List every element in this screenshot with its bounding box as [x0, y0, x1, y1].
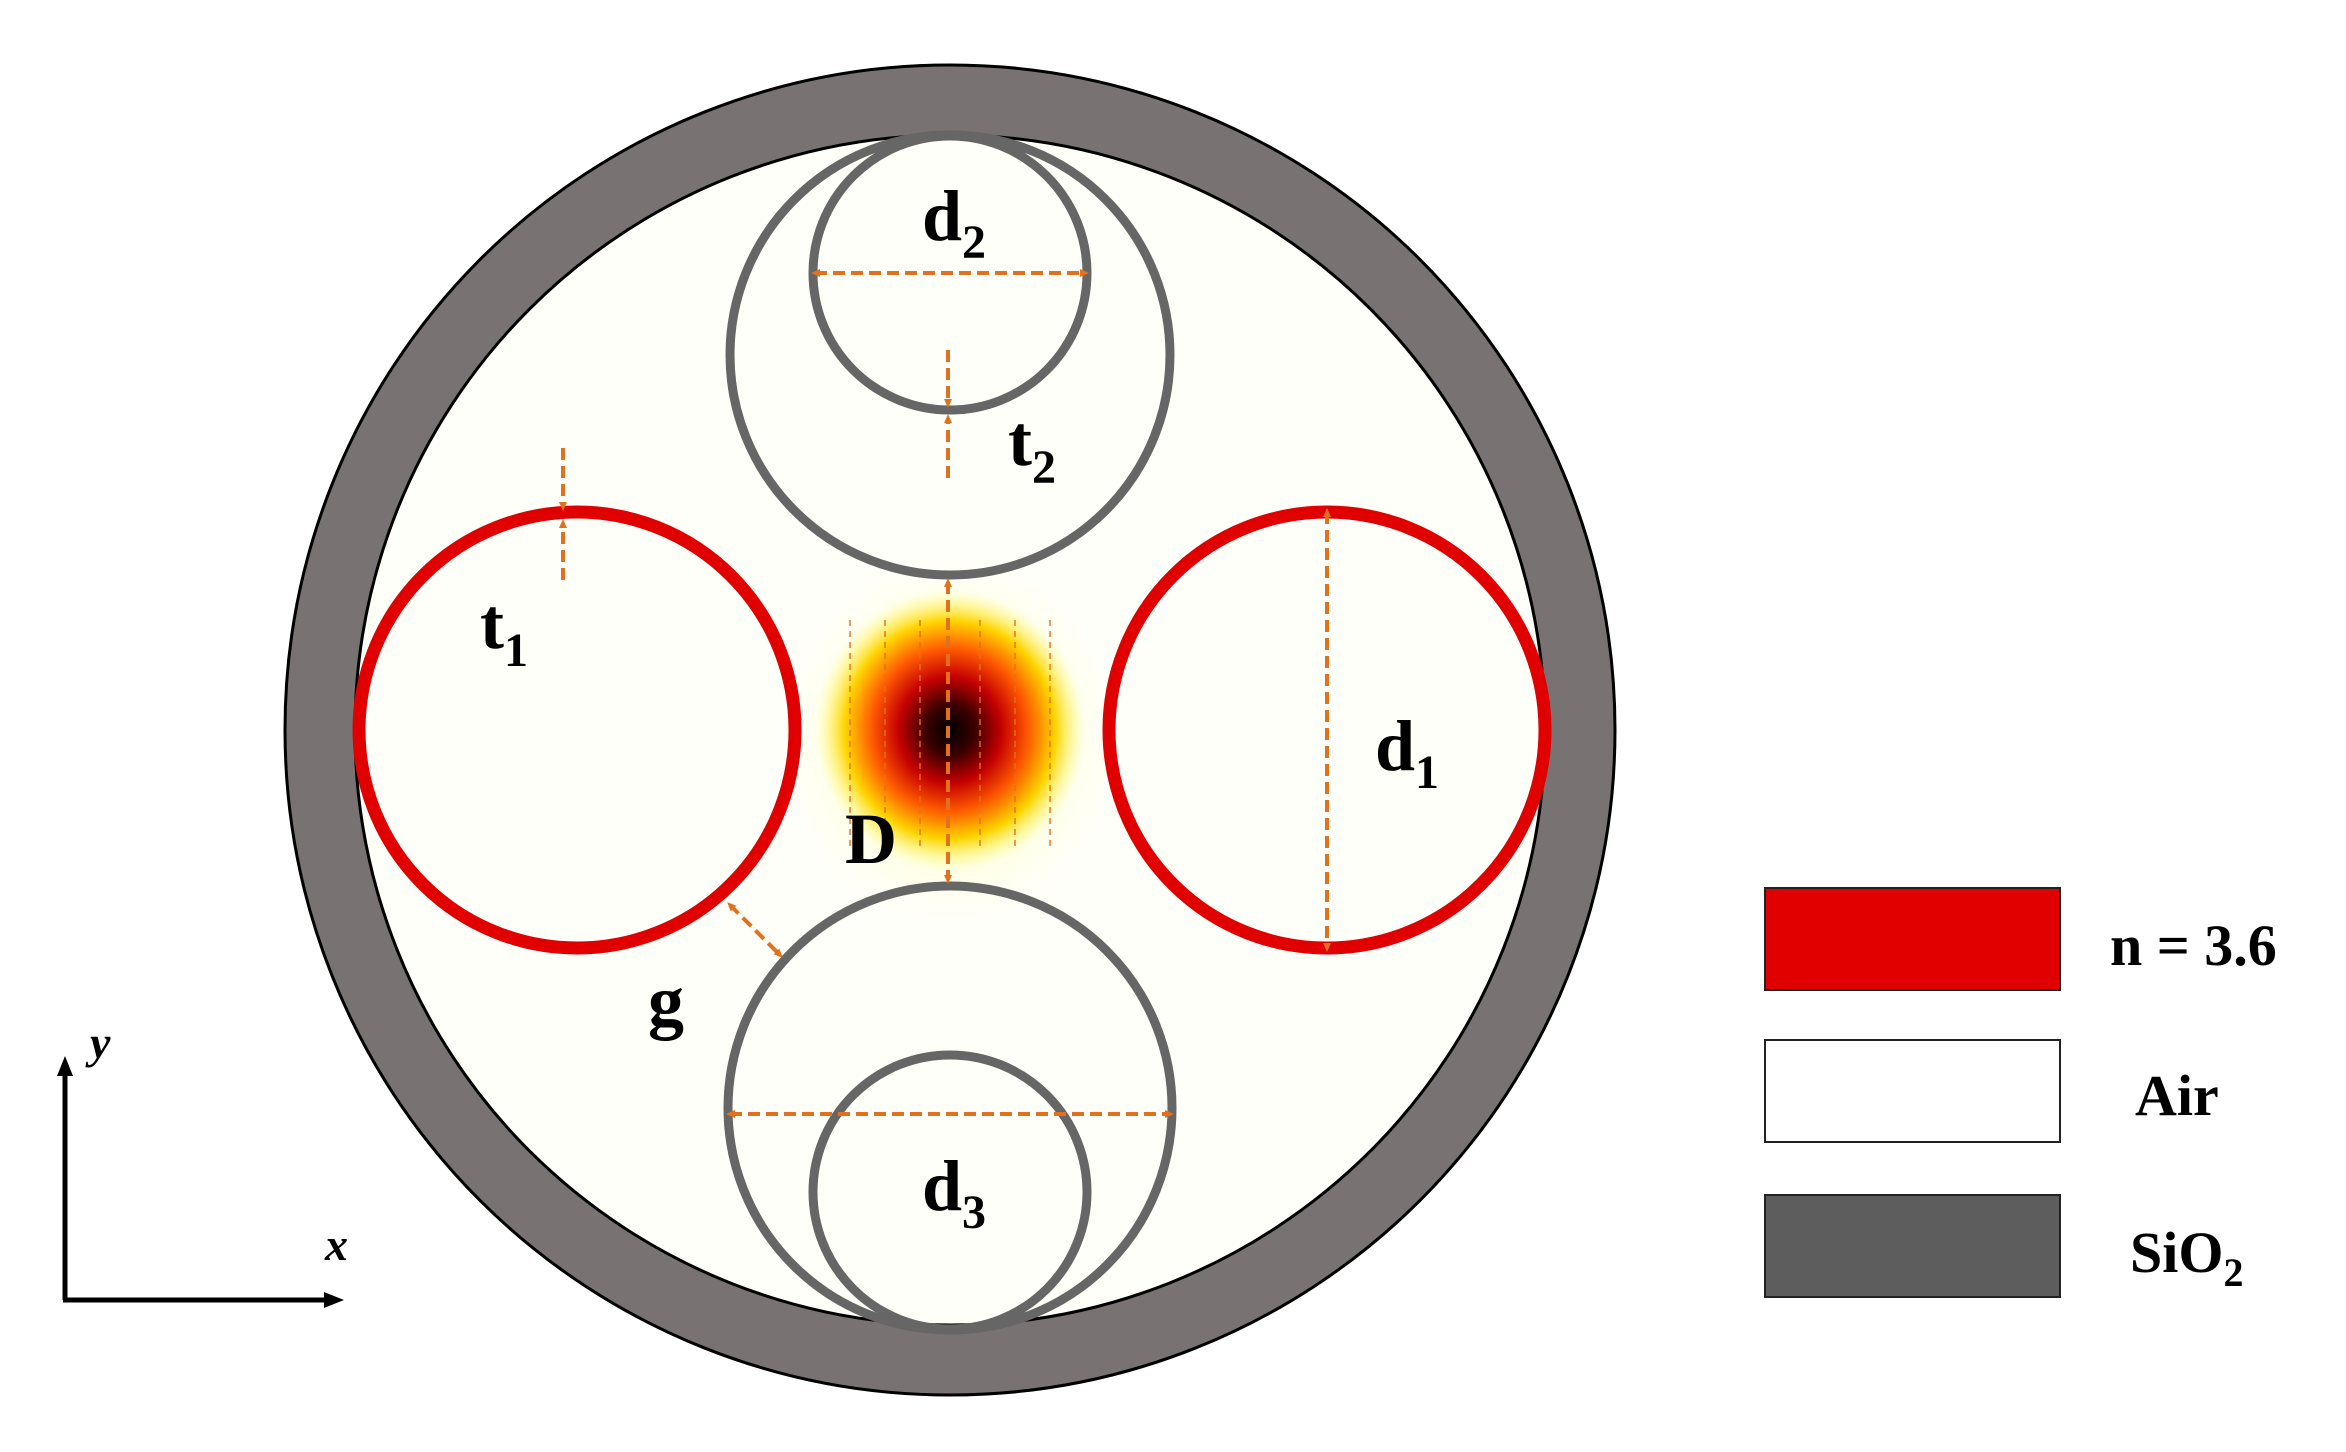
legend-swatch-sio2 — [1764, 1194, 2061, 1298]
label-d2: d2 — [922, 176, 986, 269]
legend: n = 3.6 Air SiO2 — [1764, 887, 2277, 1298]
g-arrow — [727, 902, 783, 958]
bottom-inner-tube — [808, 1050, 1092, 1334]
left-high-index-ring — [352, 505, 802, 955]
label-D: D — [845, 799, 897, 879]
label-d1: d1 — [1375, 706, 1439, 799]
label-t1: t1 — [480, 584, 528, 677]
coordinate-axes: y x — [57, 1017, 348, 1308]
legend-label-air: Air — [2135, 1063, 2219, 1128]
legend-swatch-air — [1764, 1039, 2061, 1143]
legend-label-sio2: SiO2 — [2130, 1220, 2244, 1295]
y-axis-label: y — [85, 1017, 111, 1068]
field-vectors — [849, 620, 1051, 850]
label-d3: d3 — [922, 1146, 986, 1239]
label-t2: t2 — [1008, 401, 1056, 494]
dimension-arrows — [559, 269, 1331, 1118]
legend-label-n: n = 3.6 — [2110, 913, 2277, 978]
legend-swatch-n — [1764, 887, 2061, 991]
x-axis-label: x — [324, 1219, 348, 1270]
label-g: g — [648, 961, 684, 1041]
